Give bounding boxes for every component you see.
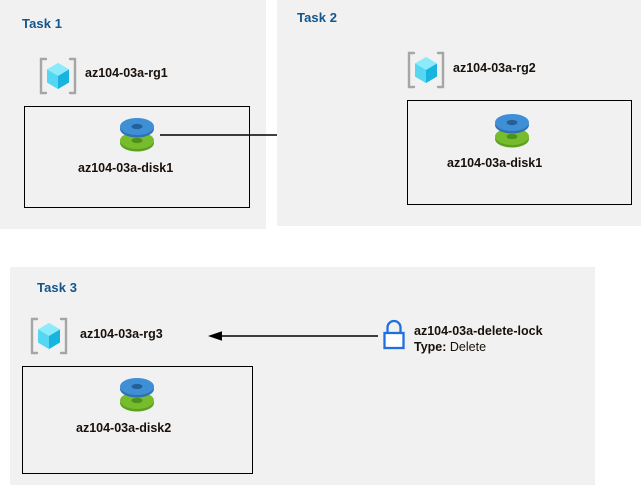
resource-group-label-rg3: az104-03a-rg3 bbox=[80, 327, 163, 341]
resource-group-label-rg2: az104-03a-rg2 bbox=[453, 61, 536, 75]
resource-group-icon bbox=[405, 50, 447, 90]
lock-icon bbox=[378, 317, 410, 353]
task-title-task1: Task 1 bbox=[22, 16, 63, 31]
lock-type-value: Delete bbox=[449, 340, 487, 354]
lock-info: az104-03a-delete-lock Type: Delete bbox=[414, 323, 543, 355]
resource-group-label-rg1: az104-03a-rg1 bbox=[85, 66, 168, 80]
disk-label-disk2: az104-03a-disk2 bbox=[76, 421, 172, 435]
lock-type-row: Type: Delete bbox=[414, 339, 543, 355]
resource-group-icon bbox=[37, 56, 79, 96]
lock-applies-arrow bbox=[208, 331, 378, 341]
lock-name: az104-03a-delete-lock bbox=[414, 324, 543, 338]
managed-disk-icon bbox=[114, 112, 160, 156]
resource-group-icon bbox=[28, 316, 70, 356]
disk-label-disk1: az104-03a-disk1 bbox=[78, 161, 174, 175]
task-title-task3: Task 3 bbox=[37, 280, 78, 295]
managed-disk-icon bbox=[114, 372, 160, 416]
disk-label-disk1-moved: az104-03a-disk1 bbox=[447, 156, 543, 170]
managed-disk-icon bbox=[489, 108, 535, 152]
lock-type-key: Type: bbox=[414, 340, 450, 354]
task-title-task2: Task 2 bbox=[297, 10, 338, 25]
